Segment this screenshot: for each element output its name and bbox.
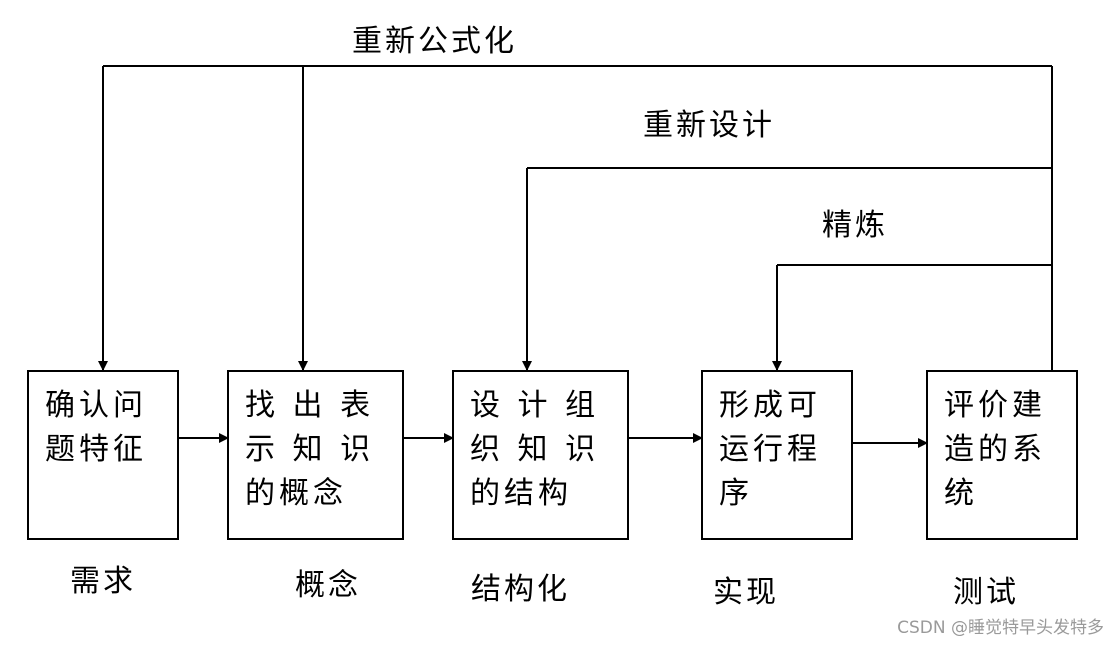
step-identify-problem: 确认问 题特征 xyxy=(27,370,179,540)
step-build-program: 形成可 运行程 序 xyxy=(701,370,853,540)
phase-label-requirements: 需求 xyxy=(70,564,136,599)
step-evaluate-system: 评价建 造的系 统 xyxy=(926,370,1078,540)
step-text: 找 出 表 示 知 识 的概念 xyxy=(245,388,375,511)
phase-label-implementation: 实现 xyxy=(713,575,779,610)
step-text: 评价建 造的系 统 xyxy=(944,388,1046,511)
phase-label-structuring: 结构化 xyxy=(471,572,570,607)
step-text: 形成可 运行程 序 xyxy=(719,388,821,511)
step-find-concepts: 找 出 表 示 知 识 的概念 xyxy=(227,370,404,540)
loop-label-refine: 精炼 xyxy=(822,208,888,243)
step-text: 设 计 组 织 知 识 的结构 xyxy=(470,388,600,511)
phase-label-testing: 测试 xyxy=(953,575,1019,610)
watermark: CSDN @睡觉特早头发特多 xyxy=(897,618,1104,638)
loop-label-redesign: 重新设计 xyxy=(643,108,775,143)
loop-label-reformulate: 重新公式化 xyxy=(352,24,517,59)
phase-label-concepts: 概念 xyxy=(295,568,361,603)
step-text: 确认问 题特征 xyxy=(45,388,147,467)
step-design-structure: 设 计 组 织 知 识 的结构 xyxy=(452,370,629,540)
